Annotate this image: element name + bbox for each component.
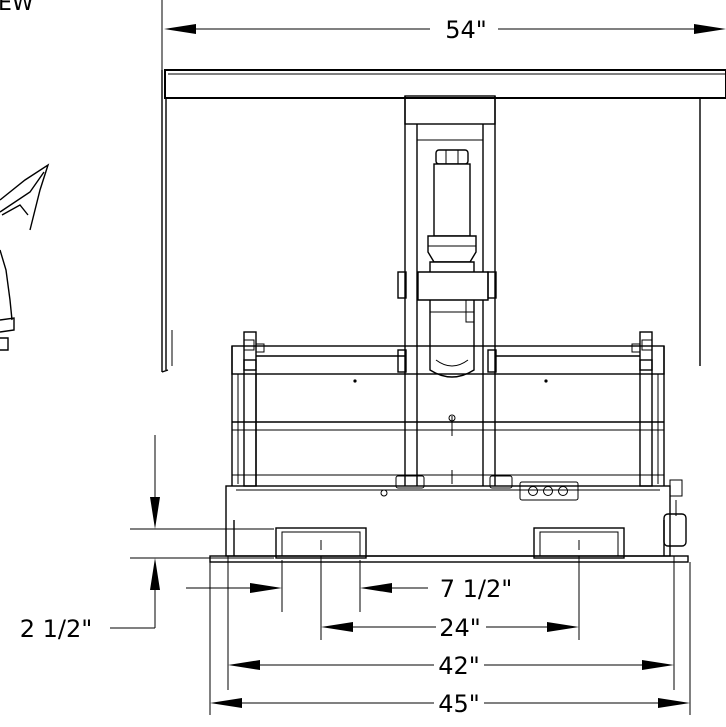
side-view-fragment [0, 163, 50, 351]
pivot-brackets [397, 271, 497, 373]
dimension-24-label: 24" [439, 614, 481, 642]
dimension-42-label: 42" [438, 652, 480, 680]
dimension-45-label: 45" [438, 690, 480, 718]
dimension-54 [161, 0, 726, 70]
skid-base [209, 520, 689, 563]
blade [161, 69, 726, 373]
frame [231, 345, 665, 486]
base-housing [225, 475, 687, 557]
dimension-7-1-2-label: 7 1/2" [440, 575, 513, 603]
dimension-54-label: 54" [445, 16, 487, 44]
dimension-2-1-2 [110, 435, 274, 629]
central-mast [404, 95, 496, 486]
view-label: EW [0, 0, 34, 16]
hydraulic-cylinder [417, 149, 489, 378]
dimension-42 [228, 660, 674, 670]
dimension-7-1-2 [186, 583, 428, 593]
right-upright [631, 331, 653, 487]
dimension-45 [210, 698, 690, 708]
left-upright [243, 331, 265, 487]
dimension-24 [321, 622, 579, 632]
dimension-2-1-2-label: 2 1/2" [20, 615, 93, 643]
fork-pockets [275, 527, 625, 559]
